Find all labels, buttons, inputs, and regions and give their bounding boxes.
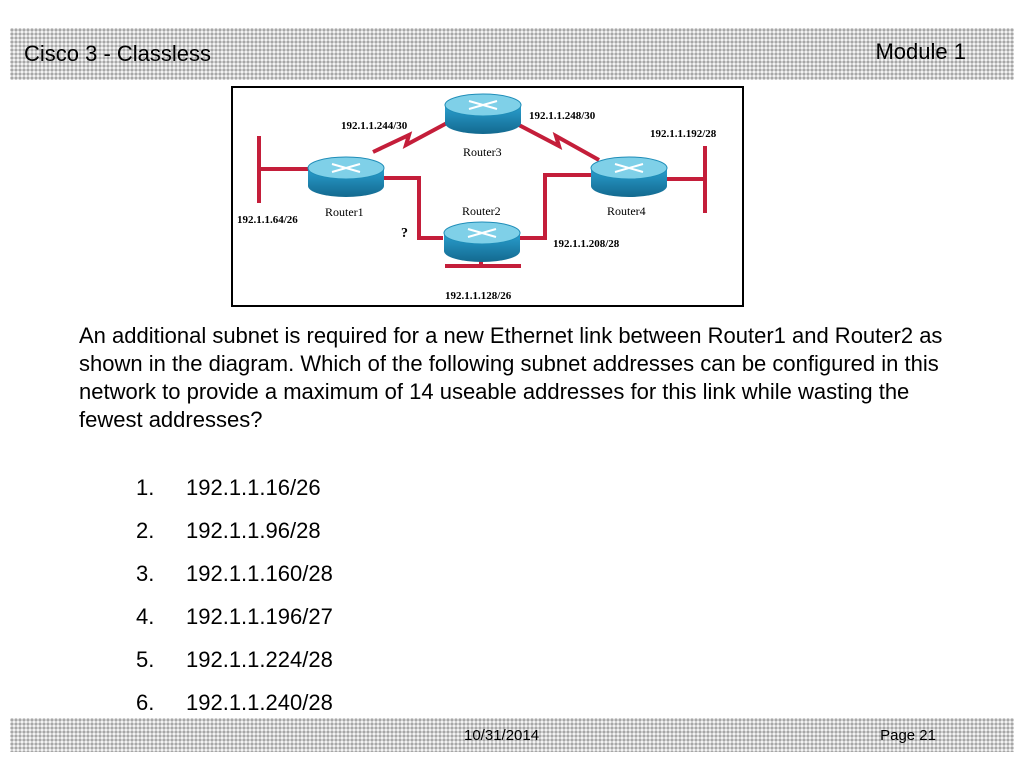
- router4-label: Router4: [607, 204, 646, 218]
- answer-option-6: 6. 192.1.1.240/28: [136, 690, 333, 733]
- router1-label: Router1: [325, 205, 364, 219]
- slide-title: Cisco 3 - Classless: [24, 41, 212, 66]
- subnet-label-r2-r4: 192.1.1.208/28: [553, 238, 620, 250]
- answer-list: 1. 192.1.1.16/26 2. 192.1.1.96/28 3. 192.1.…: [136, 475, 333, 733]
- router1-icon: [307, 156, 385, 197]
- footer-date: 10/31/2014: [464, 727, 540, 744]
- answer-text: 192.1.1.160/28: [186, 561, 333, 586]
- answer-option-2: 2. 192.1.1.96/28: [136, 518, 333, 561]
- answer-text: 192.1.1.196/27: [186, 604, 333, 629]
- answer-option-1: 1. 192.1.1.16/26: [136, 475, 333, 518]
- subnet-label-router4-lan: 192.1.1.192/28: [650, 128, 717, 140]
- page-number: Page 21: [880, 727, 936, 744]
- subnet-label-router2-lan: 192.1.1.128/26: [445, 290, 512, 302]
- router2-label: Router2: [462, 204, 501, 218]
- subnet-label-router1-lan: 192.1.1.64/26: [237, 214, 298, 226]
- answer-number: 6.: [136, 690, 155, 715]
- lan-segment-router1: [257, 136, 309, 203]
- answer-number: 5.: [136, 647, 155, 672]
- subnet-label-r3-r4: 192.1.1.248/30: [529, 110, 596, 122]
- answer-number: 2.: [136, 518, 155, 543]
- answer-number: 1.: [136, 475, 155, 500]
- network-diagram: Router3 Router1 Router2 Router4 192.1.1.…: [231, 86, 744, 307]
- router2-icon: [443, 221, 521, 262]
- answer-option-4: 4. 192.1.1.196/27: [136, 604, 333, 647]
- unknown-subnet-marker: ?: [401, 226, 408, 241]
- serial-link-r1-r3: [372, 121, 448, 154]
- ethernet-link-r1-r2: [381, 176, 443, 240]
- router4-icon: [590, 156, 668, 197]
- module-label: Module 1: [875, 39, 966, 64]
- answer-number: 4.: [136, 604, 155, 629]
- question-text: An additional subnet is required for a n…: [79, 323, 943, 432]
- answer-text: 192.1.1.96/28: [186, 518, 321, 543]
- slide-footer: 10/31/2014 Page 21: [10, 718, 1014, 752]
- ethernet-link-r2-r4: [519, 173, 591, 240]
- answer-option-3: 3. 192.1.1.160/28: [136, 561, 333, 604]
- slide-header: Cisco 3 - Classless Module 1: [10, 28, 1014, 80]
- subnet-label-r1-r3: 192.1.1.244/30: [341, 120, 408, 132]
- answer-text: 192.1.1.240/28: [186, 690, 333, 715]
- answer-option-5: 5. 192.1.1.224/28: [136, 647, 333, 690]
- answer-text: 192.1.1.16/26: [186, 475, 321, 500]
- answer-text: 192.1.1.224/28: [186, 647, 333, 672]
- answer-number: 3.: [136, 561, 155, 586]
- router3-icon: [444, 93, 522, 134]
- router3-label: Router3: [463, 145, 502, 159]
- lan-segment-router4: [665, 146, 707, 213]
- serial-link-r3-r4: [516, 122, 600, 162]
